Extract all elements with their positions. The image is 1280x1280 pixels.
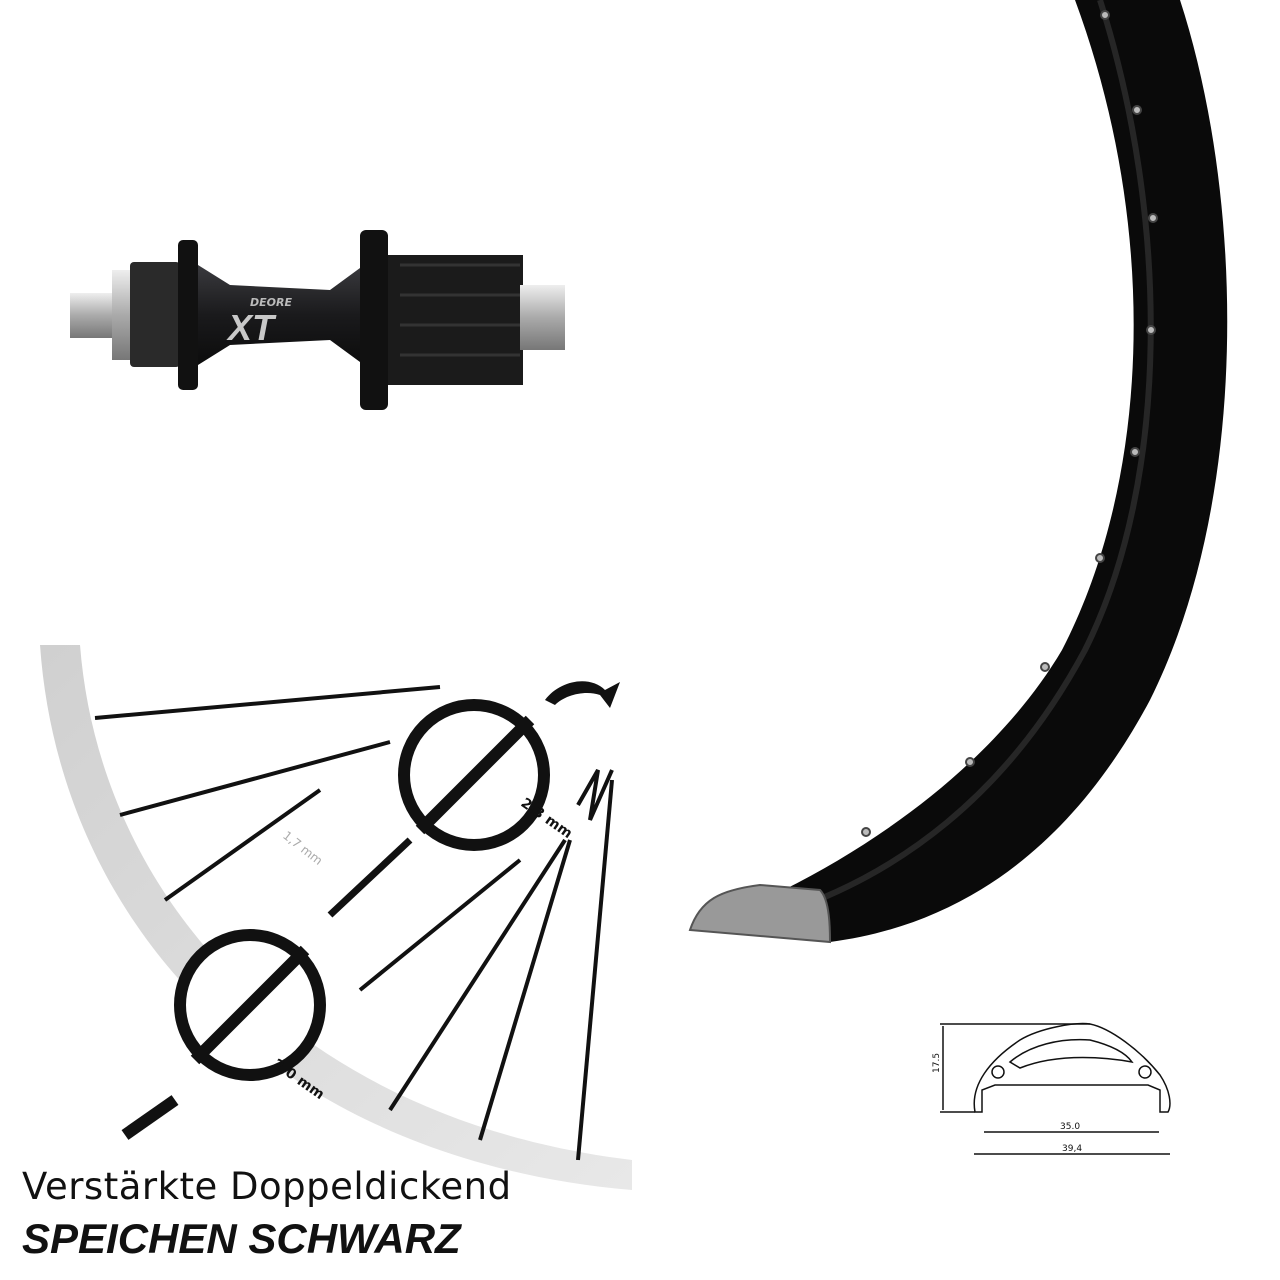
spoke-nipple-icon [545, 681, 620, 708]
spoke-label-1-7mm: 1,7 mm [280, 828, 325, 868]
profile-outer-width-label: 39,4 [1062, 1144, 1082, 1154]
rim-cross-section [688, 883, 832, 944]
profile-inner-width-label: 35.0 [1060, 1122, 1080, 1132]
caption-spokes-black: SPEICHEN SCHWARZ [22, 1215, 461, 1262]
rim [688, 0, 1228, 944]
magnifier-lower [174, 929, 326, 1081]
rim-profile-drawing [940, 1022, 1171, 1155]
magnifier-upper [398, 699, 550, 851]
profile-height-label: 17.5 [932, 1053, 942, 1073]
spoke-diagram: 2,3 mm 1,7 mm 2,0 mm [40, 645, 632, 1190]
caption-reinforced-spokes: Verstärkte Doppeldickend [22, 1165, 512, 1208]
hub-logo-deore: DEORE [250, 296, 292, 309]
hub-logo-xt: XT [226, 307, 277, 348]
spoke-holes [861, 10, 1158, 837]
hub: DEORE XT [70, 230, 565, 410]
